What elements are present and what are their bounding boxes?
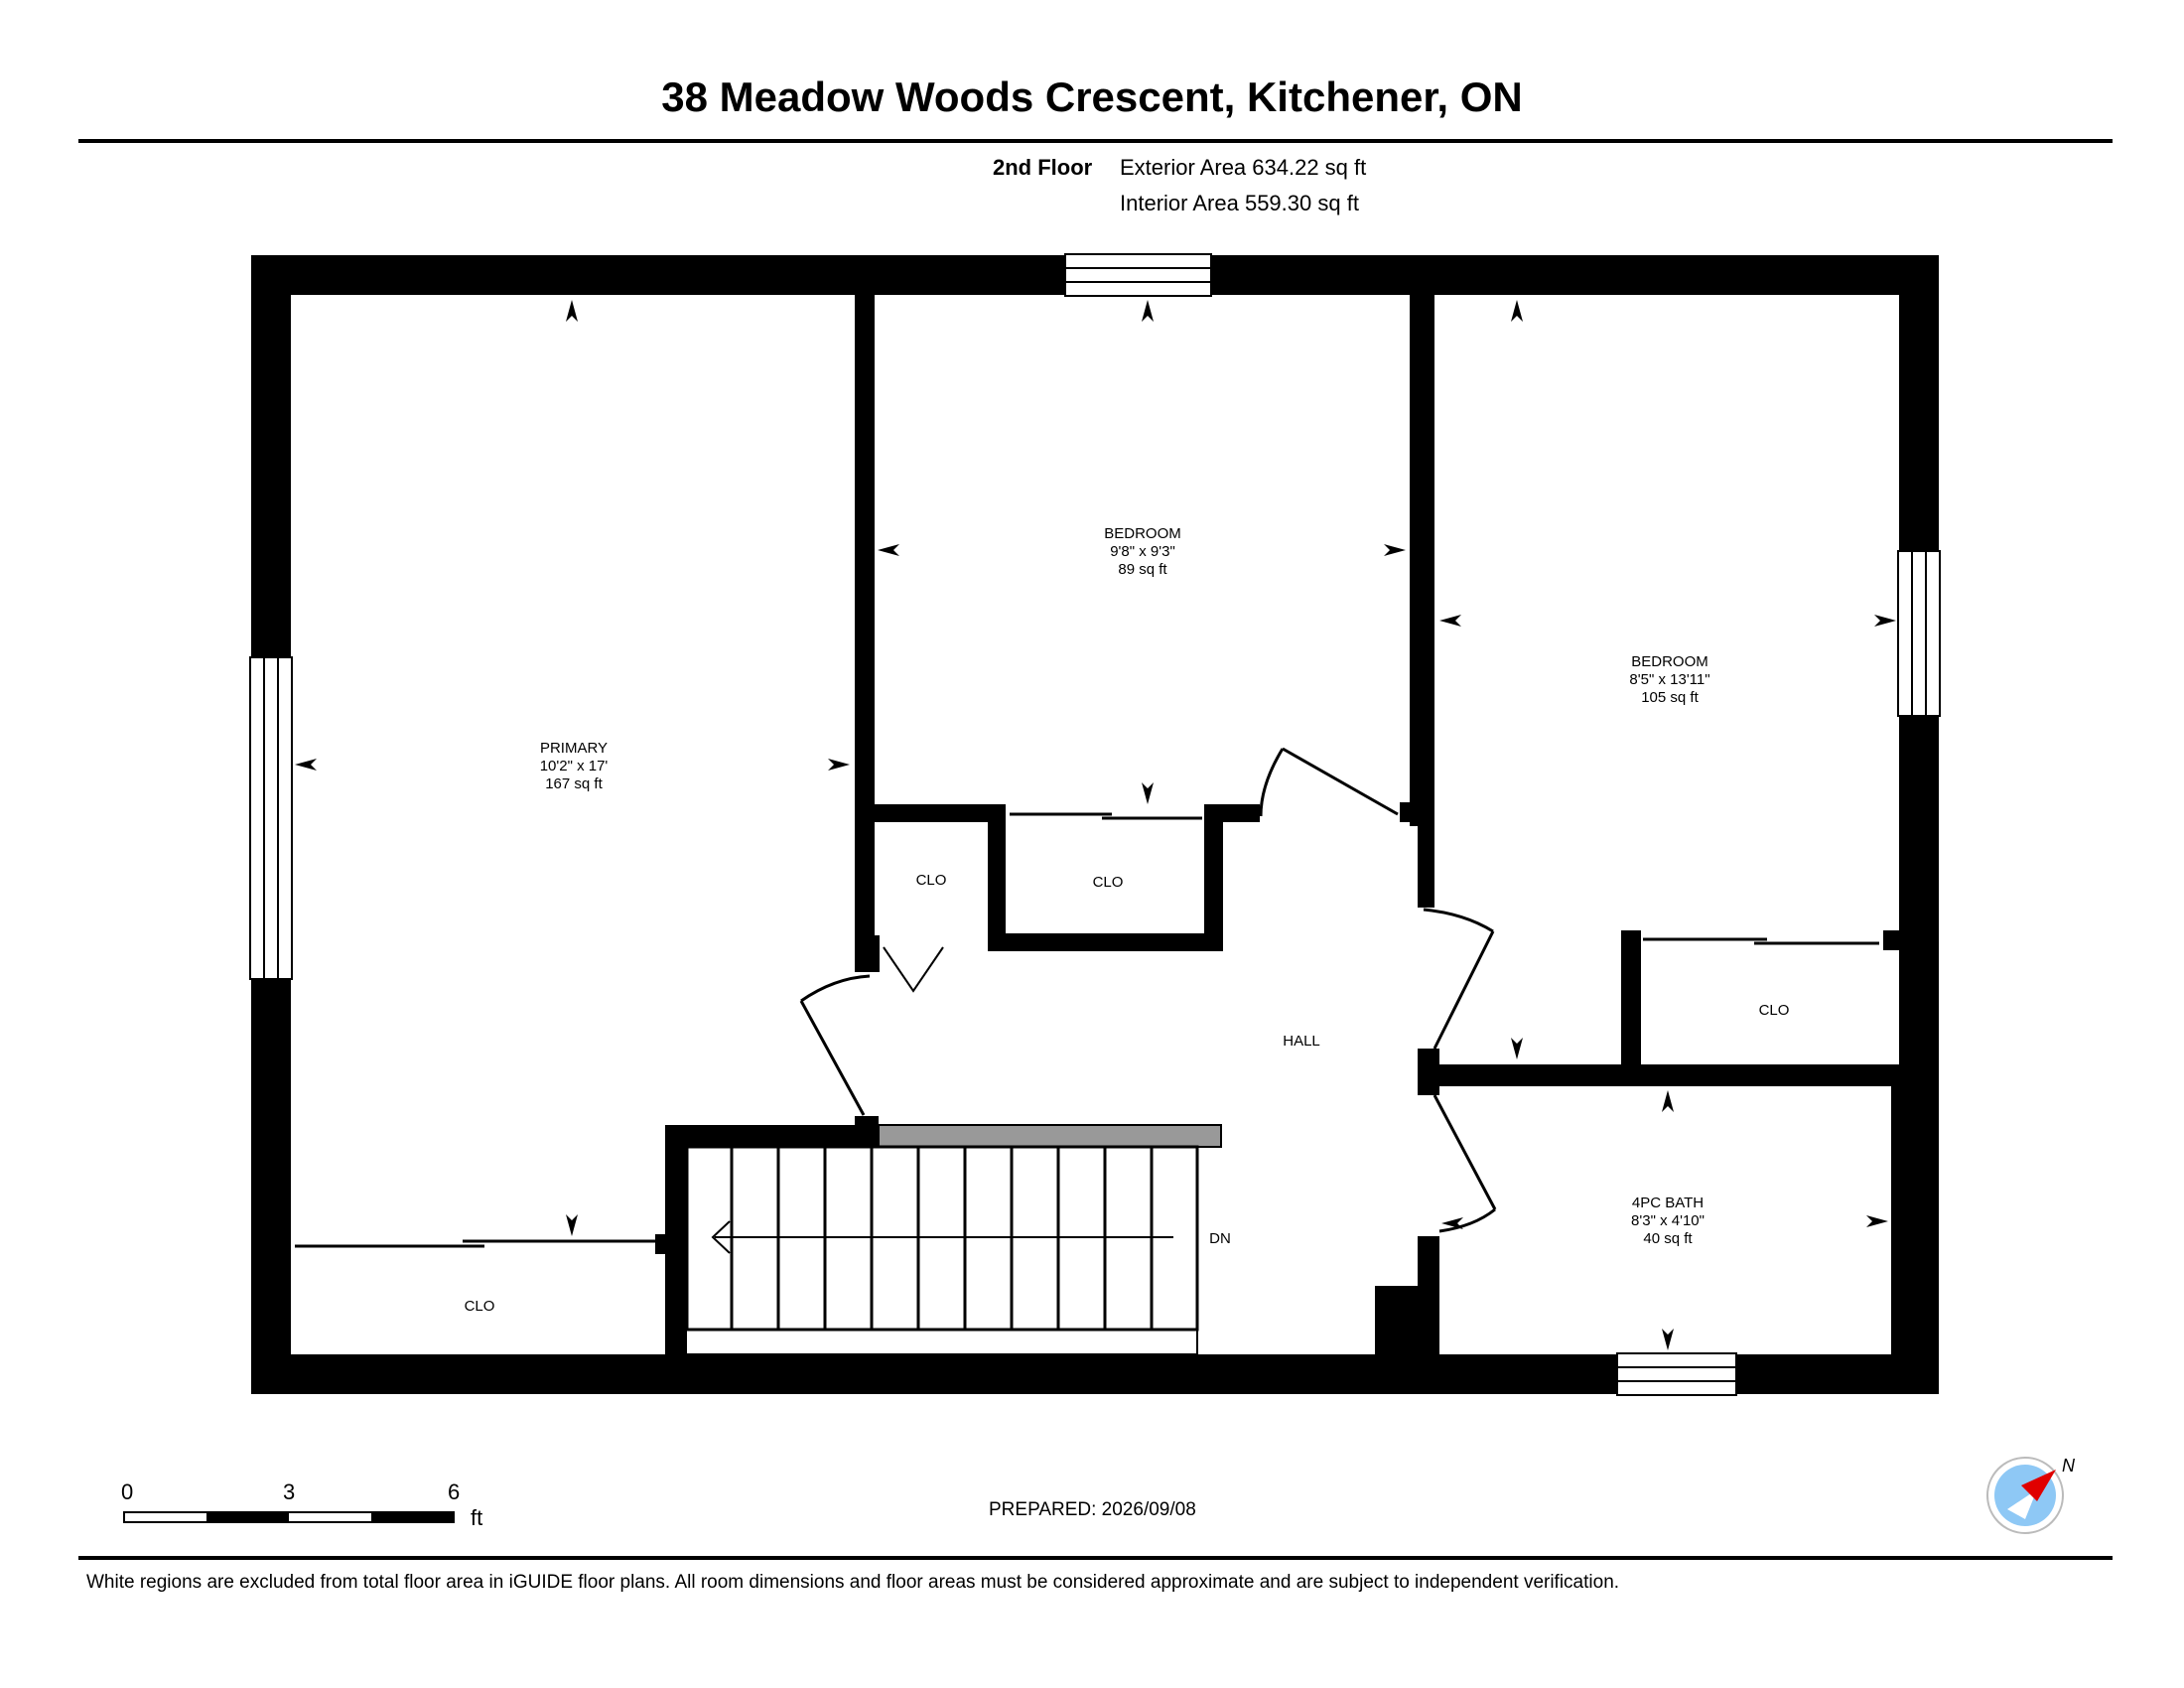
- interior-area: Interior Area 559.30 sq ft: [1120, 191, 1359, 215]
- room-bath-area: 40 sq ft: [1643, 1230, 1693, 1247]
- room-bedroom-2-name: BEDROOM: [1631, 653, 1708, 670]
- compass-north-label: N: [2062, 1456, 2076, 1476]
- room-bedroom-2-area: 105 sq ft: [1641, 689, 1699, 706]
- stairs-direction-label: DN: [1209, 1230, 1231, 1247]
- room-bath-name: 4PC BATH: [1632, 1195, 1704, 1211]
- scale-tick-0: 0: [121, 1479, 134, 1504]
- room-bedroom-2-dims: 8'5" x 13'11": [1629, 671, 1709, 688]
- page-title: 38 Meadow Woods Crescent, Kitchener, ON: [661, 73, 1523, 120]
- header-rule: [78, 139, 2113, 143]
- room-bedroom-1-area: 89 sq ft: [1118, 561, 1167, 578]
- sliding-doors: [295, 812, 1879, 1248]
- room-primary-area: 167 sq ft: [545, 775, 603, 792]
- window-right: [1897, 550, 1941, 717]
- scale-bar: [123, 1511, 455, 1523]
- staircase: [685, 1145, 1199, 1355]
- scale-unit: ft: [471, 1505, 483, 1530]
- room-bedroom-1-dims: 9'8" x 9'3": [1110, 543, 1175, 560]
- dimension-arrows: [295, 300, 1896, 1350]
- room-primary: PRIMARY 10'2" x 17' 167 sq ft: [540, 740, 609, 792]
- disclaimer-text: White regions are excluded from total fl…: [86, 1572, 1620, 1593]
- compass-icon: N: [1986, 1456, 2076, 1534]
- stair-rail: [878, 1124, 1222, 1148]
- room-primary-name: PRIMARY: [540, 740, 608, 757]
- window-top: [1064, 253, 1212, 297]
- room-primary-dims: 10'2" x 17': [540, 758, 609, 774]
- room-bath-dims: 8'3" x 4'10": [1631, 1212, 1705, 1229]
- room-bedroom-2: BEDROOM 8'5" x 13'11" 105 sq ft: [1629, 653, 1709, 706]
- exterior-area: Exterior Area 634.22 sq ft: [1120, 155, 1367, 180]
- closet-label: CLO: [916, 872, 947, 889]
- prepared-date: PREPARED: 2026/09/08: [989, 1499, 1196, 1520]
- room-bedroom-1-name: BEDROOM: [1104, 525, 1181, 542]
- closet-label: CLO: [1093, 874, 1124, 891]
- room-bedroom-1: BEDROOM 9'8" x 9'3" 89 sq ft: [1104, 525, 1181, 578]
- window-bottom: [1616, 1352, 1737, 1396]
- room-hall-name: HALL: [1283, 1033, 1320, 1050]
- footer-rule: [78, 1556, 2113, 1560]
- swing-doors: [799, 747, 1497, 1233]
- scale-tick-6: 6: [448, 1479, 461, 1504]
- closet-label: CLO: [1759, 1002, 1790, 1019]
- room-bath: 4PC BATH 8'3" x 4'10" 40 sq ft: [1631, 1195, 1705, 1247]
- closet-label: CLO: [465, 1298, 495, 1315]
- interior-walls: [655, 295, 1908, 1354]
- window-left: [249, 656, 293, 980]
- floor-label: 2nd Floor: [993, 155, 1093, 180]
- scale-tick-3: 3: [283, 1479, 296, 1504]
